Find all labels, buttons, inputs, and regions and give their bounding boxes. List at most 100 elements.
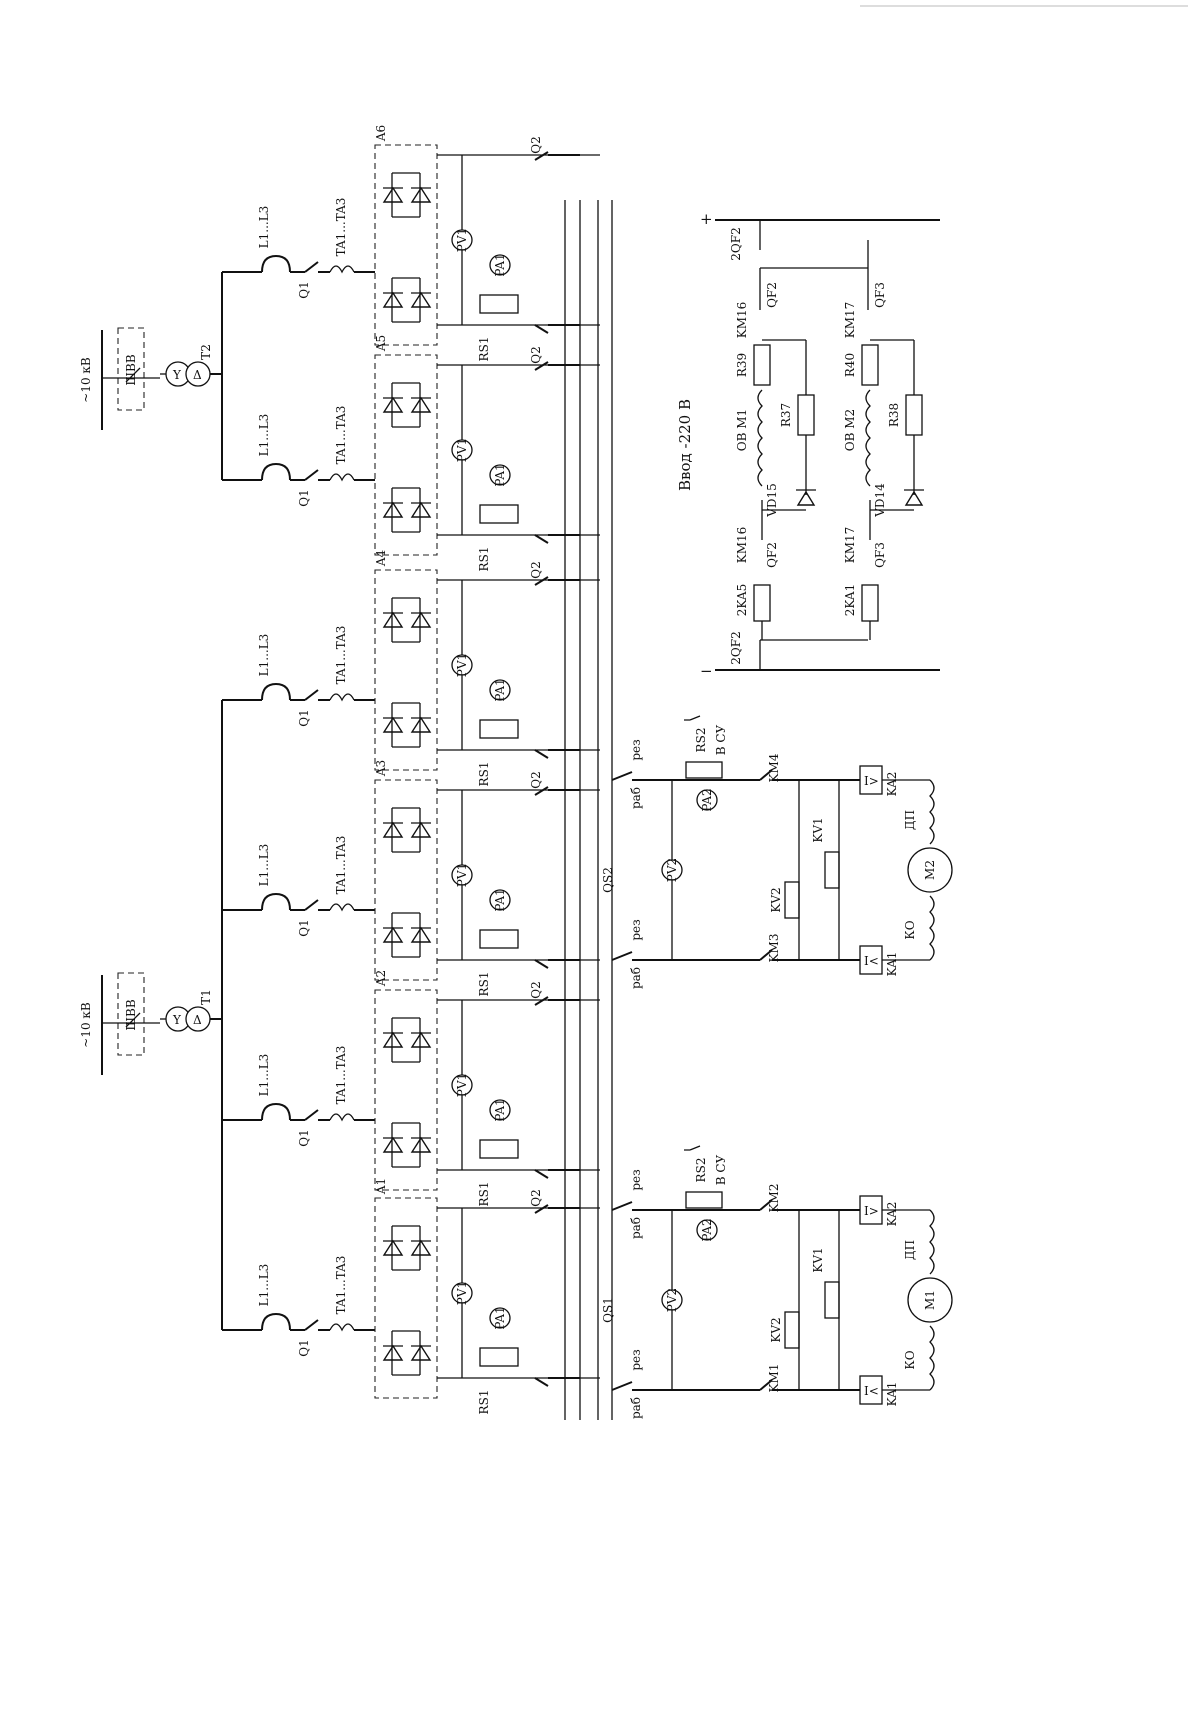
thyristor-symbol [410, 927, 432, 943]
plus-terminal: + [700, 210, 713, 228]
upper-bridge [382, 1017, 432, 1063]
contactor-label: KM2 [767, 1184, 781, 1213]
minus-terminal: − [700, 662, 713, 680]
diode-label: VD14 [873, 483, 887, 518]
breaker-label: Q1 [297, 1129, 311, 1146]
reactor-label: L1...L3 [257, 414, 271, 457]
converter-label: A2 [374, 970, 388, 987]
to-control-label: В СУ [714, 724, 728, 755]
converter-label: A3 [374, 760, 388, 777]
thyristor-symbol [382, 502, 404, 518]
breaker-label: QF2 [765, 542, 779, 568]
thyristor-symbol [410, 187, 432, 203]
reactor-symbol [261, 254, 291, 273]
rs1-label: RS1 [477, 762, 491, 787]
thyristor-symbol [410, 1240, 432, 1256]
breaker-label: Q1 [297, 919, 311, 936]
thyristor-symbol [410, 292, 432, 308]
reactor-symbol [261, 1102, 291, 1121]
resistor-label: R40 [843, 353, 857, 377]
rs2-label: RS2 [694, 1158, 708, 1183]
interpole-winding-symbol [929, 1209, 935, 1275]
reactor-symbol [261, 462, 291, 481]
contactor-label: KM16 [735, 527, 749, 564]
pa1-label: PA1 [493, 888, 507, 911]
ammeter-pa1 [489, 464, 511, 486]
field-winding-symbol [865, 389, 871, 487]
transformer-label: T2 [199, 344, 213, 360]
main-breaker-label: 2QF2 [729, 227, 743, 260]
converter-box [374, 354, 438, 556]
ka2-label: KA2 [885, 1202, 899, 1227]
rs1-label: RS1 [477, 1182, 491, 1207]
diode-label: VD15 [765, 483, 779, 518]
thyristor-symbol [382, 1345, 404, 1361]
thyristor-symbol [410, 717, 432, 733]
position-work-label: раб [629, 1397, 643, 1419]
resistor-series [861, 344, 879, 386]
shunt-rs1 [479, 1139, 519, 1159]
shunt-rs1 [479, 1347, 519, 1367]
transformer-label: T1 [199, 989, 213, 1005]
pv1-label: PV1 [455, 1073, 469, 1097]
transfer-switch-label: QS2 [601, 867, 615, 893]
breaker-label: Q1 [297, 1339, 311, 1356]
lower-bridge [382, 1330, 432, 1376]
ct-label: TA1...TA3 [334, 1046, 348, 1105]
ko-label: КО [903, 1350, 917, 1369]
relay-label: 2KA1 [843, 584, 857, 616]
thyristor-symbol [382, 717, 404, 733]
position-reserve-label: рез [629, 1169, 643, 1190]
ct-label: TA1...TA3 [334, 836, 348, 895]
thyristor-symbol [382, 1137, 404, 1153]
rs1-label: RS1 [477, 547, 491, 572]
relay-label: 2KA5 [735, 584, 749, 616]
delta-symbol: Δ [193, 368, 202, 382]
undercurrent-symbol: I< [864, 954, 879, 968]
position-work-label: раб [629, 967, 643, 989]
ka2-label: KA2 [885, 772, 899, 797]
converter-label: A6 [374, 125, 388, 142]
thyristor-symbol [410, 397, 432, 413]
position-reserve-label: рез [629, 1349, 643, 1370]
current-transformer-symbol [329, 1323, 355, 1332]
contactor-label: KM17 [843, 302, 857, 339]
lower-bridge [382, 1122, 432, 1168]
relay-kv1 [824, 1281, 840, 1319]
shunt-rs1 [479, 719, 519, 739]
contactor-label: KM17 [843, 527, 857, 564]
compensation-winding-symbol [929, 895, 935, 961]
diode-symbol [904, 490, 924, 506]
pv2-label: PV2 [665, 1288, 679, 1312]
resistor-label: R38 [887, 403, 901, 427]
thyristor-symbol [382, 292, 404, 308]
breaker-label: Q1 [297, 281, 311, 298]
thyristor-symbol [410, 1345, 432, 1361]
converter-box [374, 569, 438, 771]
reactor-label: L1...L3 [257, 844, 271, 887]
dp-label: ДП [903, 810, 917, 830]
thyristor-symbol [382, 612, 404, 628]
vacuum-switch-box [117, 972, 145, 1056]
ct-label: TA1...TA3 [334, 406, 348, 465]
thyristor-symbol [410, 822, 432, 838]
winding-label: ОВ М1 [735, 409, 749, 451]
kv2-label: KV2 [769, 887, 783, 912]
shunt-rs2 [685, 1191, 723, 1209]
position-reserve-label: рез [629, 919, 643, 940]
position-work-label: раб [629, 787, 643, 809]
relay-kv2 [784, 881, 800, 919]
kv1-label: KV1 [811, 817, 825, 842]
pa1-label: PA1 [493, 253, 507, 276]
resistor-parallel [905, 394, 923, 436]
thyristor-symbol [382, 822, 404, 838]
converter-label: A4 [374, 549, 388, 567]
resistor-label: R39 [735, 353, 749, 377]
contactor-label: KM4 [767, 753, 781, 782]
